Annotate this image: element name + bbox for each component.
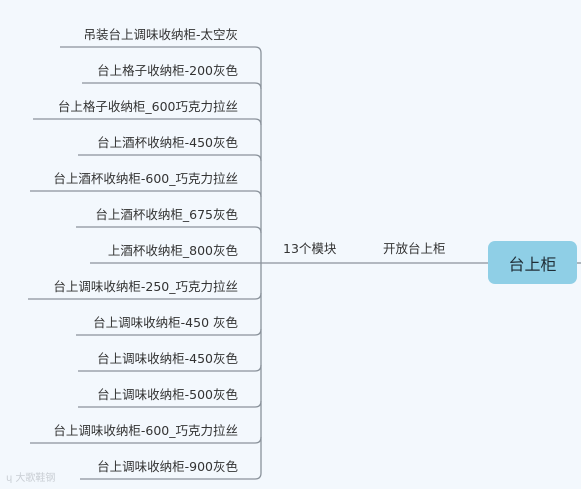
- leaf-connector: [80, 472, 262, 480]
- leaf-connector: [82, 82, 262, 90]
- watermark-text: 大歌鞋钢: [15, 473, 56, 484]
- leaf-node[interactable]: 台上酒杯收纳柜_675灰色: [95, 207, 238, 222]
- root-label: 台上柜: [508, 254, 557, 274]
- leaf-node[interactable]: 台上调味收纳柜-600_巧克力拉丝: [53, 423, 238, 438]
- leaf-node[interactable]: 台上调味收纳柜-500灰色: [97, 387, 238, 402]
- leaf-node[interactable]: 吊装台上调味收纳柜-太空灰: [83, 27, 238, 42]
- leaf-connector: [30, 190, 262, 198]
- leaf-connector: [78, 154, 262, 162]
- leaf-node[interactable]: 上酒杯收纳柜_800灰色: [107, 243, 238, 258]
- branch-label: 开放台上柜: [383, 241, 446, 256]
- leaf-connector: [60, 46, 262, 54]
- logo-icon: ɥ: [6, 473, 13, 484]
- leaf-node[interactable]: 台上调味收纳柜-900灰色: [97, 459, 238, 474]
- leaf-node[interactable]: 台上调味收纳柜-450灰色: [97, 351, 238, 366]
- leaf-node[interactable]: 台上格子收纳柜_600巧克力拉丝: [57, 99, 238, 114]
- leaf-node[interactable]: 台上调味收纳柜-250_巧克力拉丝: [53, 279, 238, 294]
- leaf-connector: [76, 226, 262, 234]
- root-node[interactable]: 台上柜: [488, 241, 577, 284]
- leaf-node[interactable]: 台上酒杯收纳柜-600_巧克力拉丝: [53, 171, 238, 186]
- group-label: 13个模块: [283, 241, 337, 256]
- leaf-node[interactable]: 台上调味收纳柜-450 灰色: [93, 315, 238, 330]
- leaf-node[interactable]: 台上酒杯收纳柜-450灰色: [97, 135, 238, 150]
- leaf-node[interactable]: 台上格子收纳柜-200灰色: [97, 63, 238, 78]
- leaf-connector: [33, 118, 262, 126]
